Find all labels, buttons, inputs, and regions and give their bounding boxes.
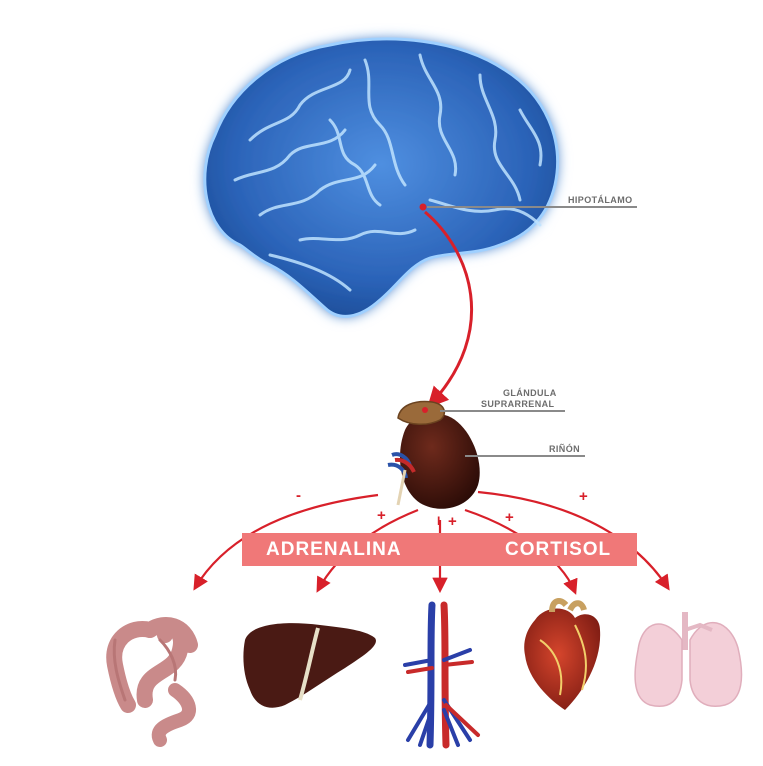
- adrenal-gland-label-line2: SUPRARRENAL: [481, 399, 555, 409]
- lungs-icon: [634, 612, 743, 707]
- heart-icon: [524, 598, 601, 710]
- hormone-banner: ADRENALINA CORTISOL: [242, 533, 637, 566]
- hypothalamus-to-adrenal-arrow: [424, 210, 474, 409]
- vessels-effect-sign: +: [448, 513, 457, 530]
- hypothalamus-dot: [419, 203, 427, 211]
- lungs-effect-sign: +: [579, 488, 588, 505]
- hypothalamus-label: HIPOTÁLAMO: [568, 195, 633, 205]
- intestine-effect-sign: -: [296, 487, 301, 504]
- liver-effect-sign: +: [377, 507, 386, 524]
- arrow-to-lungs: [477, 490, 670, 591]
- kidney-icon: [387, 413, 480, 509]
- adrenal-gland-label-line1: GLÁNDULA: [503, 388, 557, 398]
- kidney-label: RIÑÓN: [549, 444, 580, 454]
- cortisol-label: CORTISOL: [505, 539, 612, 560]
- adrenaline-label: ADRENALINA: [266, 539, 402, 560]
- heart-effect-sign: +: [505, 509, 514, 526]
- liver-icon: [243, 623, 376, 708]
- brain-icon: [203, 37, 560, 318]
- arrow-to-intestine: [193, 493, 379, 591]
- intestine-icon: [106, 617, 198, 747]
- adrenal-dot: [422, 407, 428, 413]
- blood-vessels-icon: [403, 601, 480, 749]
- adrenal-gland-icon: [397, 400, 446, 425]
- vessels-effect-bar: I: [437, 514, 441, 528]
